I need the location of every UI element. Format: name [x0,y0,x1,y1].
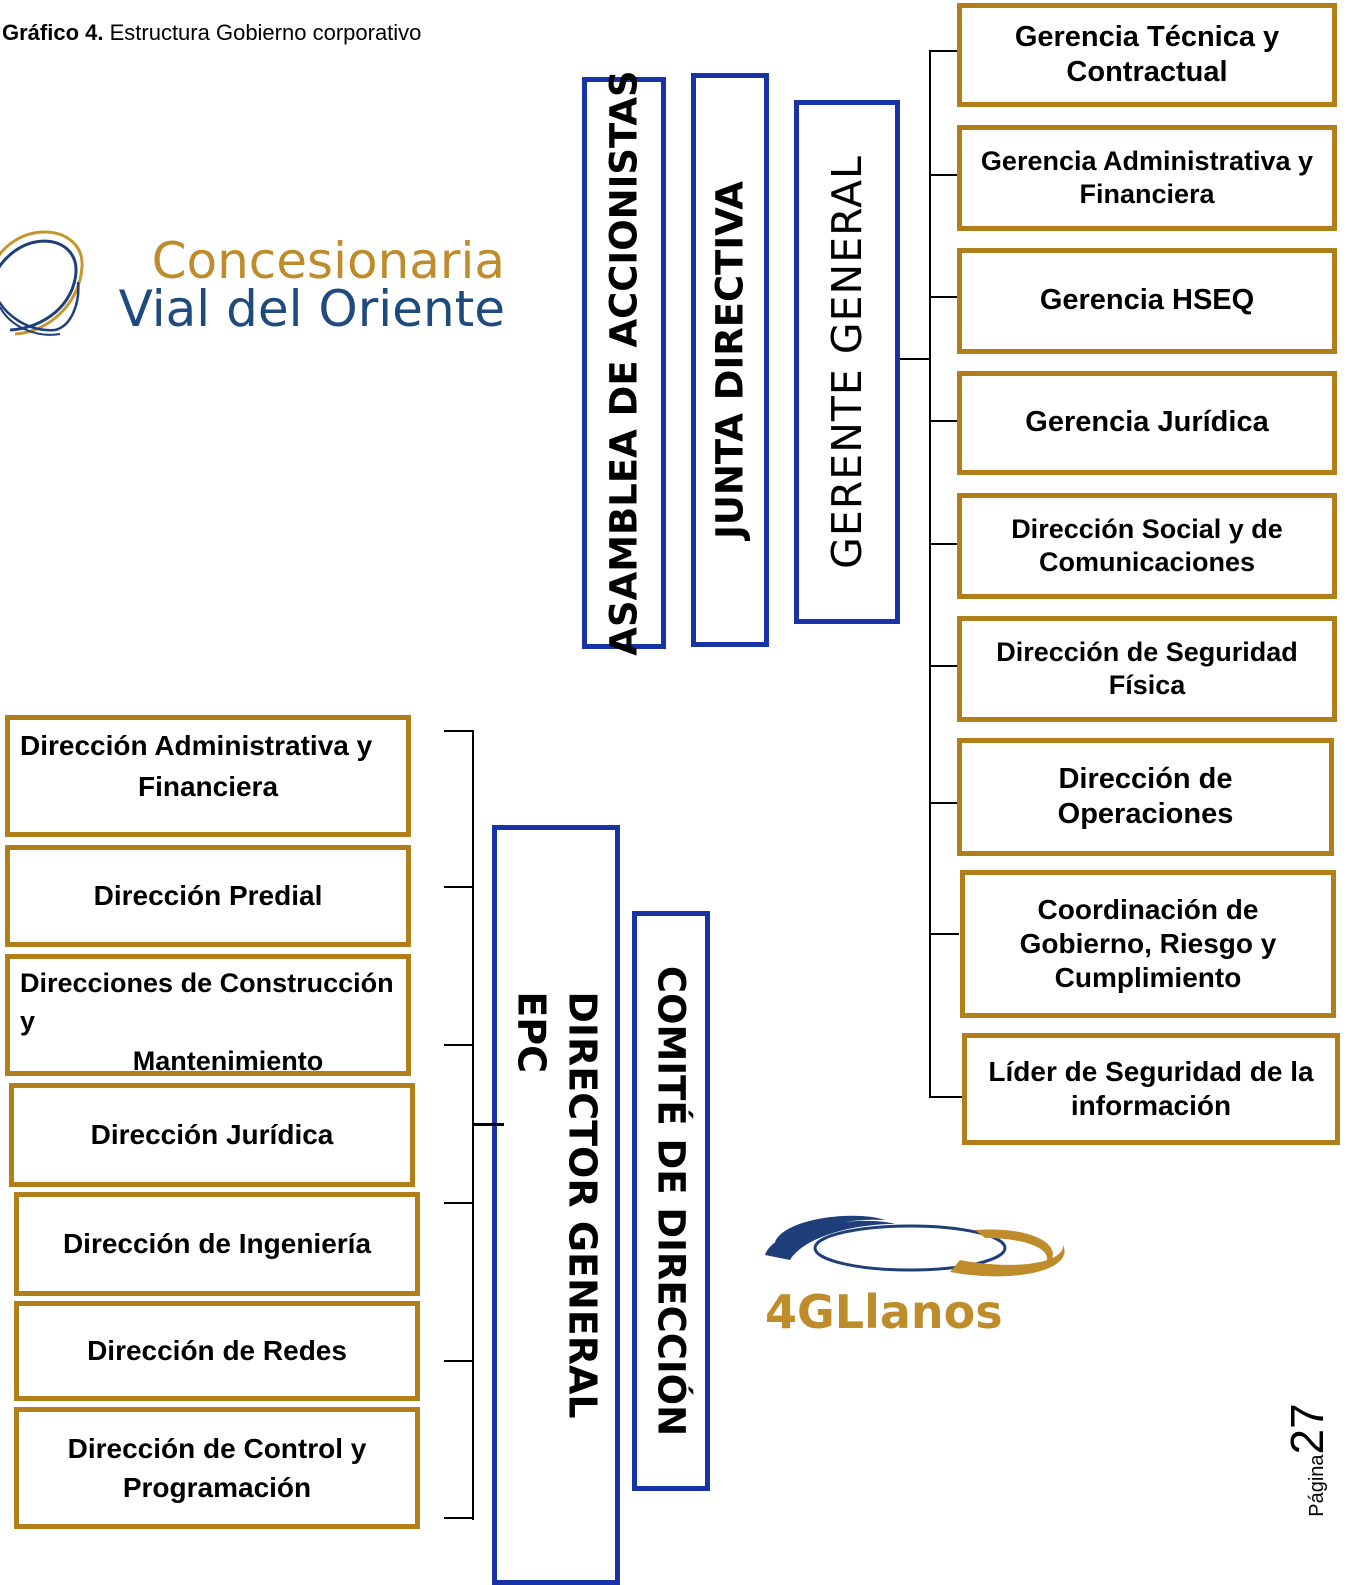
comite-direccion-label: COMITÉ DE DIRECCIÓN [649,965,693,1437]
org-unit-label: Dirección Administrativa y [20,730,373,761]
bracket-tick [444,1517,474,1519]
org-unit-label: información [1070,1090,1232,1121]
org-unit-box: Dirección Administrativa y Financiera [5,715,411,837]
org-unit-label: Gerencia Jurídica [1025,406,1269,439]
org-unit-label: Dirección Jurídica [90,1119,334,1151]
bracket-tick [929,420,959,422]
org-unit-label: Contractual [1066,56,1228,88]
connector-line [472,1123,504,1126]
org-unit-label: Gobierno, Riesgo y [1019,927,1277,959]
bracket-spine [929,50,931,1098]
org-unit-label: Dirección de Ingeniería [62,1228,372,1260]
caption-label: Gráfico 4. [2,20,104,45]
asamblea-box: ASAMBLEA DE ACCIONISTAS [582,70,666,656]
org-unit-label: Dirección de [1058,762,1233,795]
org-unit-box: Gerencia HSEQ [957,248,1337,354]
director-epc-line: EPC [509,991,553,1074]
org-unit-box: Direcciones de Construcción y Mantenimie… [5,954,411,1076]
org-unit-box: Dirección de Redes [14,1301,420,1401]
junta-directiva-box: JUNTA DIRECTIVA [691,73,769,647]
director-general-line: DIRECTOR GENERAL [560,991,605,1419]
org-unit-label: Dirección Social y de [1011,514,1283,545]
connector-line [900,358,930,360]
org-unit-label: Dirección de Redes [87,1335,347,1367]
org-unit-label: Cumplimiento [1054,962,1242,994]
org-unit-label: Financiera [137,771,279,803]
bracket-tick [929,1096,965,1098]
org-unit-label: Dirección de Control y [67,1432,367,1464]
asamblea-label: ASAMBLEA DE ACCIONISTAS [602,70,646,656]
org-unit-label: Física [1108,670,1186,700]
gerente-general-label: GERENTE GENERAL [823,155,871,569]
org-unit-label: Gerencia Técnica y [1014,20,1280,53]
4gllanos-logo: 4GLlanos [765,1215,1065,1339]
org-unit-label: Dirección de Seguridad [996,637,1298,668]
org-unit-label: Gerencia HSEQ [1039,284,1255,317]
org-unit-label: Líder de Seguridad de la [988,1055,1314,1087]
bracket-tick [929,543,959,545]
org-unit-box: Dirección Jurídica [9,1083,415,1187]
bracket-tick [929,933,959,935]
org-unit-label: Gerencia Administrativa y [980,146,1314,177]
cvo-name-line1: Concesionaria [152,232,505,290]
bracket-tick [444,1044,474,1046]
orbit-icon [765,1215,1065,1277]
org-unit-label: Operaciones [1057,798,1234,830]
bracket-tick [929,802,959,804]
org-unit-label: Financiera [1079,179,1215,209]
bracket-tick [929,50,959,52]
comite-direccion-box: COMITÉ DE DIRECCIÓN [632,911,710,1491]
figure-caption: Gráfico 4. Estructura Gobierno corporati… [2,20,421,46]
concesionaria-logo: Concesionaria Vial del Oriente [0,230,505,338]
bracket-tick [929,174,959,176]
bracket-tick [929,296,959,298]
page-number-value: 27 [1281,1403,1333,1455]
page-label: Página [1306,1454,1328,1517]
org-unit-label: Programación [122,1472,312,1503]
org-unit-label: Direcciones de Construcción y [20,968,394,1036]
org-unit-label: Dirección Predial [93,880,323,912]
org-unit-box: Dirección Predial [5,845,411,947]
caption-text: Estructura Gobierno corporativo [103,20,422,45]
page-number: Página27 [1281,1390,1333,1530]
swoosh-icon [0,230,84,336]
org-unit-box: Dirección de Control y Programación [14,1407,420,1529]
bracket-tick [444,1360,474,1362]
org-unit-label: Mantenimiento [132,1045,324,1076]
org-unit-label: Coordinación de [1037,893,1259,925]
director-general-epc-box: DIRECTOR GENERAL EPC [492,825,620,1585]
cvo-name-line2: Vial del Oriente [119,280,505,338]
bracket-tick [444,1202,474,1204]
bracket-tick [444,730,474,732]
org-unit-box: Gerencia Jurídica [957,371,1337,475]
fourg-name: 4GLlanos [765,1285,1003,1339]
bracket-tick [929,665,959,667]
director-general-epc-label: DIRECTOR GENERAL EPC [505,991,608,1418]
org-unit-label: Comunicaciones [1038,547,1256,577]
bracket-tick [444,886,474,888]
gerente-general-box: GERENTE GENERAL [794,100,900,624]
junta-directiva-label: JUNTA DIRECTIVA [708,181,752,539]
org-unit-box: Dirección de Ingeniería [14,1192,420,1296]
